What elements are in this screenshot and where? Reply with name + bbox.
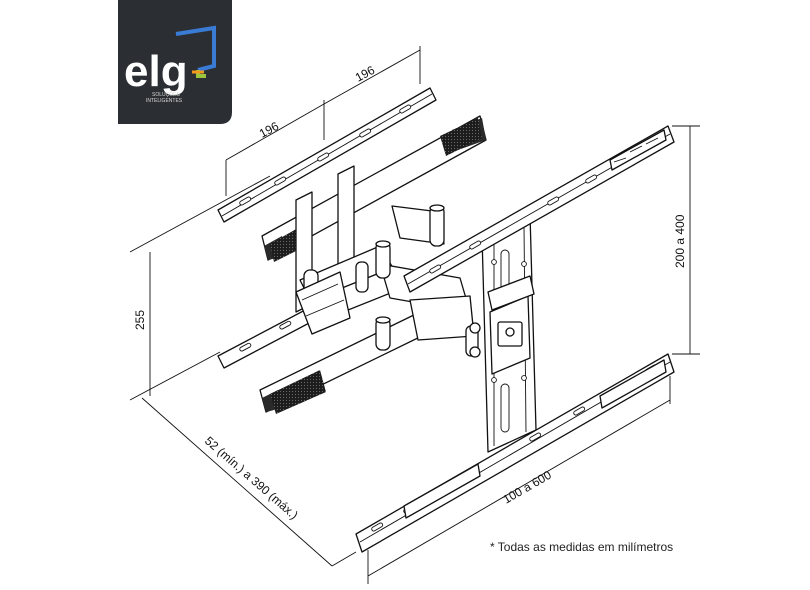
dim-arm-right-label: 196 [353, 63, 378, 85]
dimension-depth: 52 (mín.) a 390 (máx.) [141, 397, 357, 567]
logo-text: elg [124, 47, 188, 96]
wall-plate [217, 87, 487, 414]
dim-horizontal-range-label: 100 a 600 [501, 468, 555, 507]
dim-arm-left-label: 196 [257, 119, 282, 141]
measurement-footnote: * Todas as medidas em milímetros [490, 540, 673, 554]
tv-bracket [355, 125, 675, 553]
dimension-arm-right: 196 [323, 46, 421, 105]
dim-depth-label: 52 (mín.) a 390 (máx.) [202, 434, 301, 522]
logo-tagline-1: SOLUÇÕES [152, 91, 180, 98]
brand-logo: elg SOLUÇÕES INTELIGENTES [118, 0, 232, 124]
logo-monitor-icon [175, 25, 216, 78]
dim-vertical-range-label: 200 a 400 [673, 214, 687, 268]
logo-tagline-2: INTELIGENTES [146, 98, 183, 104]
articulating-arms [295, 204, 479, 357]
dimension-height-left: 255 [129, 175, 271, 401]
dimension-vertical-range: 200 a 400 [672, 125, 700, 355]
dim-height-left-label: 255 [133, 310, 147, 330]
